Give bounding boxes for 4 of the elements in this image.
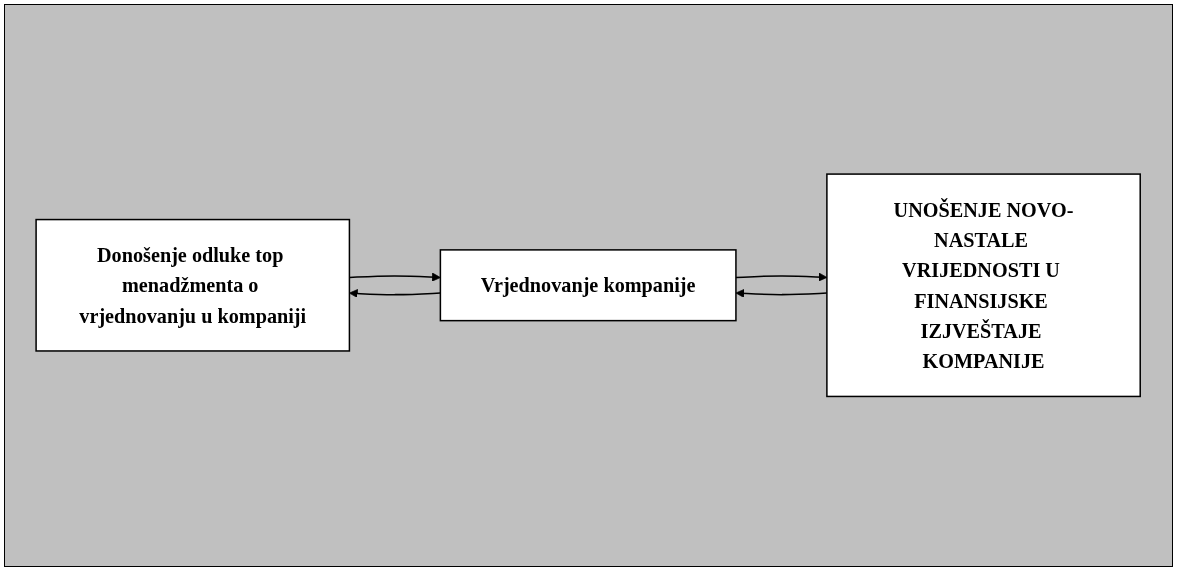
node-box — [826, 173, 1142, 398]
node-box — [439, 249, 738, 322]
diagram-background: Donošenje odluke top menadžmenta o vrjednovanju u kompaniji Vrjednovanje kompanije UNOŠENJE NOVO-NASTALE VRIJEDNOSTI U FINANSIJSKE IZJVEŠTAJE KOMPANIJE — [4, 4, 1173, 567]
node-box — [35, 219, 351, 352]
